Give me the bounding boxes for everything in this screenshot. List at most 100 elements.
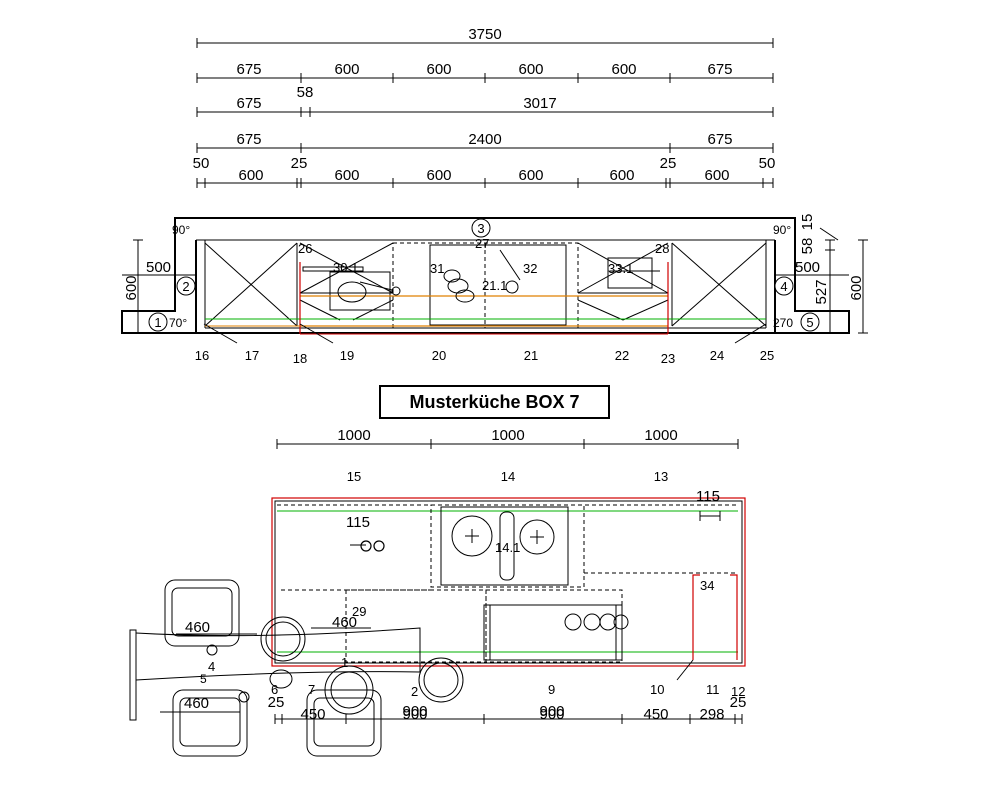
angle-bottom-right: 270	[773, 316, 793, 330]
svg-text:25: 25	[760, 348, 774, 363]
plan-outline	[271, 497, 746, 667]
sink-faucet-icon	[337, 249, 521, 303]
top-dimension-lines	[196, 38, 774, 188]
svg-text:600: 600	[518, 167, 543, 184]
svg-text:675: 675	[236, 95, 261, 112]
svg-text:600: 600	[238, 167, 263, 184]
svg-text:900: 900	[402, 703, 427, 720]
svg-text:6: 6	[271, 682, 278, 697]
left-dim-500: 500	[146, 259, 171, 276]
section-14: 14	[501, 469, 515, 484]
plan-dim-1: 1000	[337, 427, 370, 444]
svg-text:18: 18	[293, 351, 307, 366]
left-dim-600: 600	[123, 275, 140, 300]
svg-text:23: 23	[661, 351, 675, 366]
svg-text:19: 19	[340, 348, 354, 363]
svg-text:460: 460	[184, 695, 209, 712]
dim-row-3: 675 58 3017	[236, 84, 556, 112]
section-15: 15	[347, 469, 361, 484]
svg-text:2400: 2400	[468, 131, 501, 148]
svg-text:675: 675	[236, 61, 261, 78]
svg-text:22: 22	[615, 348, 629, 363]
right-dim-500: 500	[795, 259, 820, 276]
svg-text:2: 2	[411, 684, 418, 699]
cooktop-icon	[451, 511, 555, 581]
svg-text:3017: 3017	[523, 95, 556, 112]
svg-text:600: 600	[426, 167, 451, 184]
svg-text:25: 25	[291, 155, 308, 172]
base-cabinets	[299, 242, 669, 329]
plan-bottom-dims	[160, 511, 743, 724]
circle-4: 4	[780, 279, 787, 294]
svg-text:14.1: 14.1	[495, 540, 520, 555]
plan-labels: 115 115 14.1 34 29 460 460 460 4 5 6 7 1…	[184, 488, 745, 712]
part-26: 26	[298, 241, 312, 256]
section-13: 13	[654, 469, 668, 484]
svg-text:460: 460	[185, 619, 210, 636]
svg-text:25: 25	[730, 694, 747, 711]
svg-text:900: 900	[402, 706, 427, 723]
svg-text:115: 115	[346, 514, 370, 531]
elevation-bottom-numbers: 16 17 18 19 20 21 22 23 24 25	[195, 348, 774, 366]
svg-text:50: 50	[193, 155, 210, 172]
plan-solid-details	[440, 506, 623, 661]
circle-1: 1	[154, 315, 161, 330]
svg-text:29: 29	[352, 604, 366, 619]
dim-row-5-small: 50 25 25 50	[193, 155, 776, 172]
table-and-chairs	[129, 579, 464, 757]
angle-bottom-left: 70°	[169, 316, 187, 330]
svg-text:17: 17	[245, 348, 259, 363]
right-dim-527: 527	[813, 279, 830, 304]
part-33-1: 33.1	[608, 261, 633, 276]
svg-text:1: 1	[341, 655, 348, 670]
svg-text:9: 9	[548, 682, 555, 697]
svg-text:600: 600	[609, 167, 634, 184]
svg-text:50: 50	[759, 155, 776, 172]
drawing-title: Musterküche BOX 7	[379, 385, 610, 419]
part-30-1: 30.1	[333, 260, 358, 275]
dim-row-5: 600 600 600 600 600 600	[238, 167, 729, 184]
circle-3: 3	[477, 221, 484, 236]
part-32: 32	[523, 261, 537, 276]
svg-text:7: 7	[308, 682, 315, 697]
svg-text:460: 460	[332, 614, 357, 631]
corner-cabinets	[204, 242, 767, 327]
elevation-right-dims	[775, 227, 868, 334]
svg-text:12: 12	[731, 684, 745, 699]
part-31: 31	[430, 261, 444, 276]
svg-text:675: 675	[707, 61, 732, 78]
dim-row-4: 675 2400 675	[236, 131, 732, 148]
right-dim-58: 58	[799, 238, 816, 255]
svg-text:600: 600	[611, 61, 636, 78]
svg-text:11: 11	[706, 682, 720, 697]
angle-top-left: 90°	[172, 223, 190, 237]
svg-text:600: 600	[704, 167, 729, 184]
faucet-plan-icon	[564, 613, 629, 631]
right-dim-600: 600	[848, 275, 865, 300]
svg-text:600: 600	[334, 61, 359, 78]
svg-text:900: 900	[539, 706, 564, 723]
red-bracket-34	[676, 574, 738, 681]
angle-top-right: 90°	[773, 223, 791, 237]
svg-text:450: 450	[300, 706, 325, 723]
svg-text:450: 450	[643, 706, 668, 723]
svg-text:34: 34	[700, 578, 714, 593]
svg-text:20: 20	[432, 348, 446, 363]
plan-dim-2: 1000	[491, 427, 524, 444]
plan-dim-3: 1000	[644, 427, 677, 444]
svg-text:600: 600	[426, 61, 451, 78]
right-dim-15: 15	[799, 214, 816, 231]
circle-2: 2	[182, 279, 189, 294]
dim-row-2: 675 600 600 600 600 675	[236, 61, 732, 78]
small-knobs-icon	[360, 540, 385, 552]
circle-5: 5	[806, 315, 813, 330]
svg-text:675: 675	[236, 131, 261, 148]
colored-lines	[205, 262, 766, 335]
svg-text:600: 600	[334, 167, 359, 184]
svg-text:675: 675	[707, 131, 732, 148]
svg-text:5: 5	[200, 672, 207, 686]
plan-bottom-dim-labels: 25 450 900 900 900 900 450 298 25	[268, 694, 747, 723]
plan-top-dims	[276, 439, 739, 449]
leader-lines	[203, 323, 767, 344]
